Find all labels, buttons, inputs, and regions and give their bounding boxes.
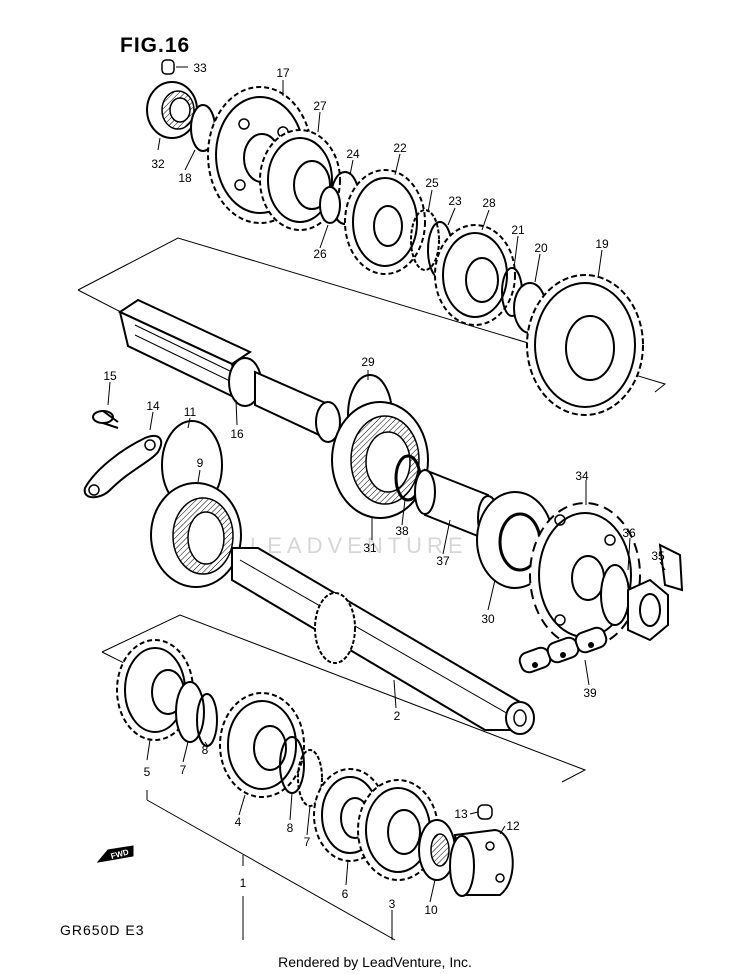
bearing-retainer-14 bbox=[83, 434, 163, 499]
bearing-9 bbox=[150, 482, 242, 588]
forward-direction-arrow: FWD bbox=[96, 845, 134, 863]
callout-33: 33 bbox=[193, 61, 207, 75]
drive-chain-39 bbox=[518, 626, 608, 674]
figure-title: FIG.16 bbox=[120, 34, 191, 57]
callout-34: 34 bbox=[575, 469, 589, 483]
callout-2: 2 bbox=[394, 709, 401, 723]
callout-30: 30 bbox=[481, 612, 495, 626]
callout-27: 27 bbox=[313, 99, 327, 113]
callout-20: 20 bbox=[534, 241, 548, 255]
nut-35 bbox=[627, 578, 669, 642]
callout-18: 18 bbox=[178, 171, 192, 185]
callout-11: 11 bbox=[184, 405, 197, 419]
callout-17: 17 bbox=[276, 66, 290, 80]
callout-31: 31 bbox=[363, 541, 377, 555]
washer-7-left bbox=[175, 681, 205, 743]
bushing-26 bbox=[319, 186, 341, 224]
lock-plate-35b bbox=[658, 543, 684, 592]
callout-6: 6 bbox=[342, 887, 349, 901]
gear-19 bbox=[526, 274, 644, 416]
callout-36: 36 bbox=[622, 526, 636, 540]
callout-7-right: 7 bbox=[304, 835, 311, 849]
callout-labels: 1 2 3 4 5 6 7 7 8 8 9 10 11 12 13 14 15 … bbox=[103, 61, 665, 917]
callout-10: 10 bbox=[424, 903, 438, 917]
callout-26: 26 bbox=[313, 247, 327, 261]
gear-22 bbox=[344, 169, 426, 275]
callout-29: 29 bbox=[361, 355, 375, 369]
footer-credit: Rendered by LeadVenture, Inc. bbox=[278, 954, 472, 970]
countershaft-16 bbox=[117, 298, 341, 443]
callout-12: 12 bbox=[506, 819, 520, 833]
watermark: LEADVENTURE bbox=[250, 533, 468, 558]
callout-37: 37 bbox=[436, 554, 450, 568]
callout-9: 9 bbox=[197, 456, 204, 470]
callout-3: 3 bbox=[389, 897, 396, 911]
gear-28 bbox=[434, 224, 516, 326]
callout-35: 35 bbox=[651, 549, 665, 563]
screw-15 bbox=[92, 410, 119, 429]
lock-washer-36 bbox=[600, 564, 630, 626]
callout-16: 16 bbox=[230, 427, 244, 441]
lower-shaft-frame bbox=[101, 614, 587, 783]
callout-4: 4 bbox=[235, 815, 242, 829]
model-code: GR650D E3 bbox=[60, 922, 145, 938]
washer-25 bbox=[410, 209, 440, 271]
callout-23: 23 bbox=[448, 194, 462, 208]
callout-1: 1 bbox=[240, 876, 247, 890]
callout-39: 39 bbox=[583, 686, 597, 700]
group-bracket bbox=[146, 790, 396, 941]
callout-13: 13 bbox=[454, 807, 468, 821]
circlip-8-left bbox=[196, 693, 218, 747]
sprocket-34 bbox=[529, 502, 641, 648]
gear-5 bbox=[116, 639, 194, 741]
callout-22: 22 bbox=[393, 141, 407, 155]
dowel-pin-13 bbox=[477, 804, 493, 820]
callout-14: 14 bbox=[146, 399, 160, 413]
callout-5: 5 bbox=[144, 765, 151, 779]
upper-shaft-frame bbox=[77, 237, 667, 393]
callout-7-left: 7 bbox=[180, 763, 187, 777]
callout-38: 38 bbox=[395, 524, 409, 538]
callout-19: 19 bbox=[595, 237, 609, 251]
bearing-31 bbox=[331, 401, 429, 519]
needle-bearing-32 bbox=[146, 81, 198, 139]
callout-28: 28 bbox=[482, 196, 496, 210]
bearing-10 bbox=[418, 819, 456, 881]
leader-lines bbox=[107, 80, 666, 903]
callout-8-right: 8 bbox=[287, 821, 294, 835]
callout-32: 32 bbox=[151, 157, 165, 171]
cap-12 bbox=[449, 828, 514, 897]
gear-4 bbox=[219, 692, 305, 798]
callout-8-left: 8 bbox=[202, 743, 209, 757]
callout-15: 15 bbox=[103, 369, 117, 383]
dowel-pin-33 bbox=[161, 59, 188, 75]
callout-25: 25 bbox=[425, 176, 439, 190]
drive-shaft-2 bbox=[231, 547, 535, 735]
callout-21: 21 bbox=[511, 223, 525, 237]
callout-24: 24 bbox=[346, 147, 360, 161]
